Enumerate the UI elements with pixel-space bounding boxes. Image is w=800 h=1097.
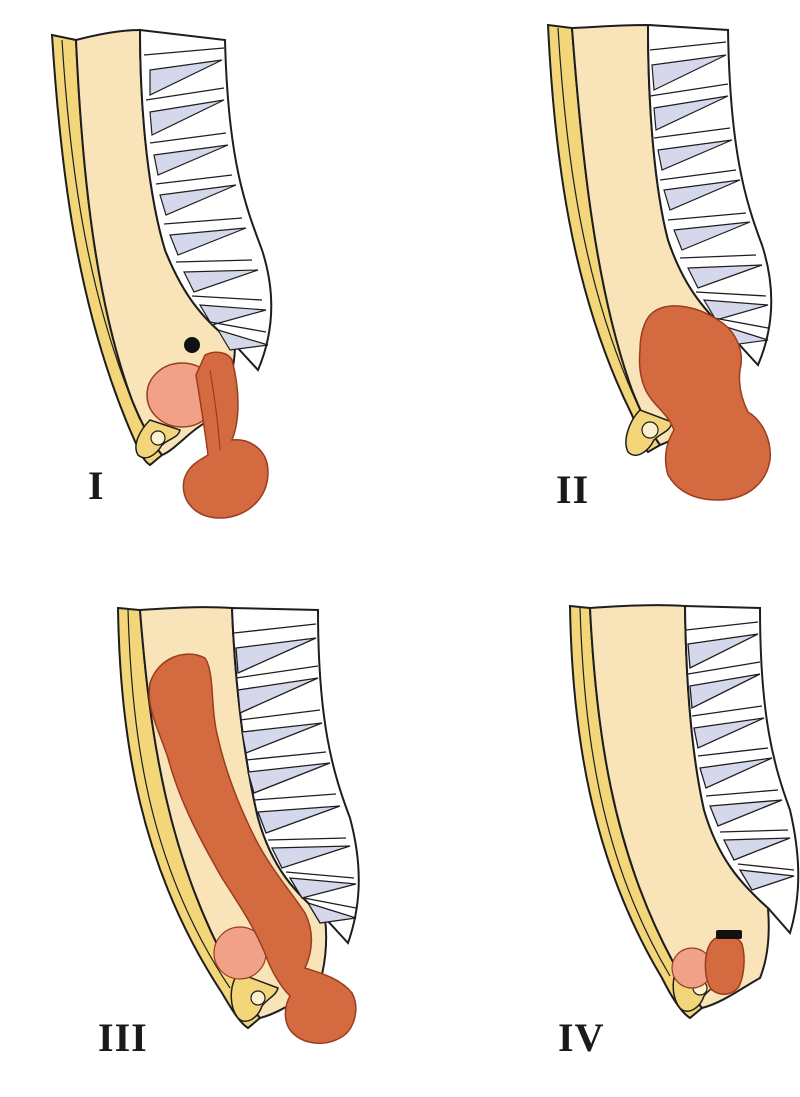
panel-label: IV [558,1015,605,1060]
tailbone [230,972,279,1022]
panel-type-ii: II [400,0,800,548]
vertebral-column [683,604,800,936]
diagram-type-iv [568,604,800,1020]
vertebral-column [646,23,773,367]
panel-type-iv: IV [400,548,800,1097]
vertebral-column [230,606,360,945]
diagram-type-i [50,28,273,519]
panel-label: II [556,467,590,512]
diagram-type-iii [116,606,360,1045]
tailbone [135,419,181,459]
panel-label: I [88,463,105,508]
lesion [704,935,745,995]
lesion [182,351,269,519]
lesion [148,653,357,1045]
black-plug [184,337,200,353]
diagram-type-ii [546,23,773,501]
vertebral-column [138,28,273,372]
panel-type-iii: III [0,548,400,1097]
black-plug [716,930,742,939]
lesion [638,305,771,501]
panel-type-i: I [0,0,400,548]
tailbone [625,409,673,456]
panel-label: III [98,1015,148,1060]
